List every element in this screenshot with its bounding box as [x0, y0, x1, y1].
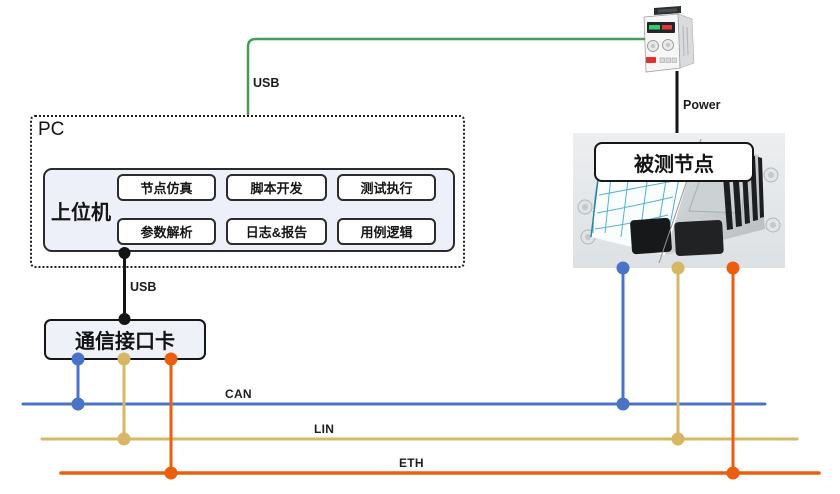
- module-script-development: 脚本开发: [226, 174, 327, 201]
- module-test-execution: 测试执行: [337, 174, 436, 201]
- lin-bus-label: LIN: [314, 422, 335, 436]
- dut-node-label-box: 被测节点: [594, 142, 754, 182]
- module-case-logic: 用例逻辑: [337, 218, 436, 245]
- module-parameter-parsing: 参数解析: [117, 218, 216, 245]
- pc-boundary-box: [30, 115, 465, 268]
- usb-label-top: USB: [253, 76, 280, 90]
- usb-label-mid: USB: [130, 280, 157, 294]
- module-log-report: 日志&报告: [226, 218, 327, 245]
- pc-label: PC: [38, 119, 65, 140]
- can-bus-label: CAN: [225, 387, 252, 401]
- power-supply-image: [643, 6, 695, 73]
- module-node-simulation: 节点仿真: [117, 174, 216, 201]
- comm-interface-card-box: 通信接口卡: [44, 319, 206, 360]
- host-computer-label: 上位机: [51, 201, 111, 224]
- eth-bus-label: ETH: [399, 456, 424, 470]
- power-label: Power: [683, 98, 721, 112]
